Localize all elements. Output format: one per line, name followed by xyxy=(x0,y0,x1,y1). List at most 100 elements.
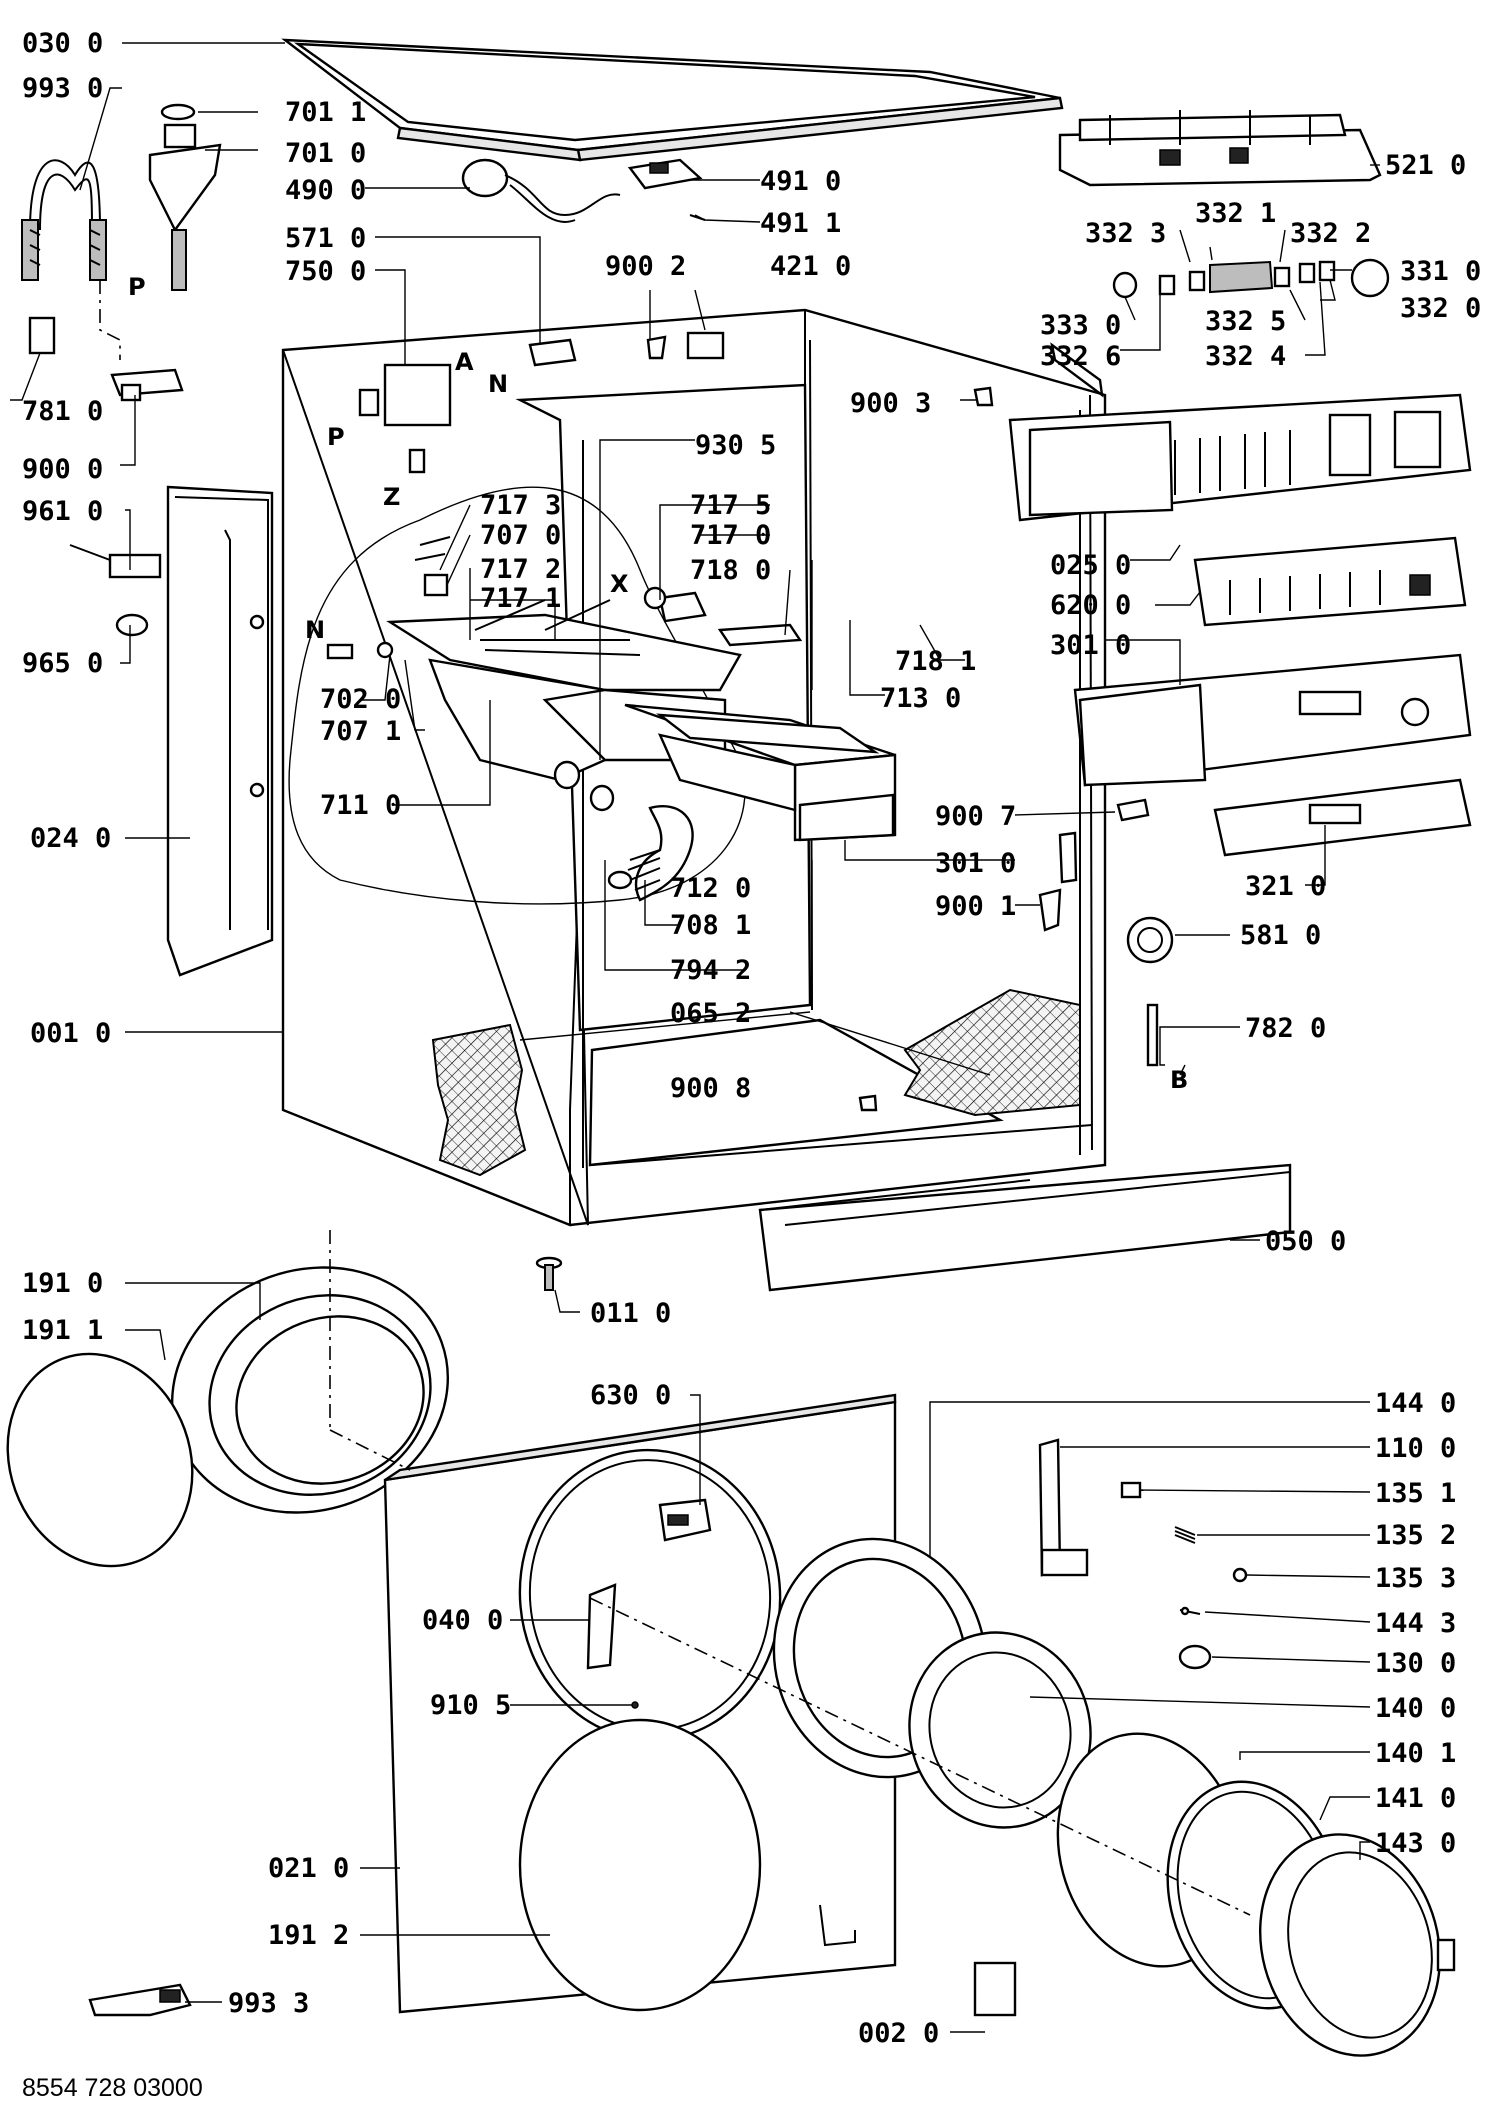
part-label: 702 0 xyxy=(320,684,402,715)
letter-marker: X xyxy=(610,570,629,598)
part-label: 191 1 xyxy=(22,1315,104,1346)
mains-filter-part xyxy=(627,158,706,221)
insulation-pad-left xyxy=(431,1023,527,1177)
part-label: 030 0 xyxy=(22,28,104,59)
part-label: 930 5 xyxy=(695,430,777,461)
part-label: 965 0 xyxy=(22,648,104,679)
part-label: 900 8 xyxy=(670,1073,752,1104)
pressure-switch-part xyxy=(1126,916,1174,964)
part-label: 002 0 xyxy=(858,2018,940,2049)
part-label: 620 0 xyxy=(1050,590,1132,621)
part-label: 900 1 xyxy=(935,891,1017,922)
part-label: 712 0 xyxy=(670,873,752,904)
letter-marker: P xyxy=(327,423,345,451)
part-label: 717 0 xyxy=(690,520,772,551)
part-label: 782 0 xyxy=(1245,1013,1327,1044)
part-label: 717 2 xyxy=(480,554,562,585)
part-label: 718 0 xyxy=(690,555,772,586)
control-panel-part xyxy=(1008,393,1472,522)
door-bellows-part xyxy=(6,1266,450,1568)
part-label: 040 0 xyxy=(422,1605,504,1636)
part-label: 490 0 xyxy=(285,175,367,206)
part-label: 011 0 xyxy=(590,1298,672,1329)
part-label: 708 1 xyxy=(670,910,752,941)
dispenser-drawer-part xyxy=(624,703,897,842)
part-label: 707 0 xyxy=(480,520,562,551)
part-label: 130 0 xyxy=(1375,1648,1457,1679)
part-label: 491 0 xyxy=(760,166,842,197)
part-label: 571 0 xyxy=(285,223,367,254)
part-label: 144 3 xyxy=(1375,1608,1457,1639)
part-label: 332 5 xyxy=(1205,306,1287,337)
part-label: 301 0 xyxy=(1050,630,1132,661)
part-label: 332 4 xyxy=(1205,341,1287,372)
plinth-part xyxy=(758,1163,1292,1292)
part-label: 717 5 xyxy=(690,490,772,521)
side-panel-part xyxy=(166,485,274,977)
hose-assembly-part xyxy=(21,159,184,402)
part-label: 794 2 xyxy=(670,955,752,986)
part-label: 900 3 xyxy=(850,388,932,419)
door-axis-line xyxy=(589,1597,1251,1916)
foot-screw-part xyxy=(535,1256,563,1291)
letter-marker: Z xyxy=(383,483,401,511)
fastener-clips xyxy=(646,335,1150,1112)
door-small-parts xyxy=(973,1481,1248,2017)
part-label: 781 0 xyxy=(22,396,104,427)
part-label: 110 0 xyxy=(1375,1433,1457,1464)
part-label: 065 2 xyxy=(670,998,752,1029)
part-label: 993 3 xyxy=(228,1988,310,2019)
interference-filter-part xyxy=(686,331,725,360)
part-label: 521 0 xyxy=(1385,150,1467,181)
letter-marker: N xyxy=(305,616,326,644)
leader-lines xyxy=(10,42,1380,2033)
front-panel-part xyxy=(383,1393,897,2014)
part-label: 421 0 xyxy=(770,251,852,282)
part-label: 135 3 xyxy=(1375,1563,1457,1594)
part-label: 900 2 xyxy=(605,251,687,282)
part-label: 701 0 xyxy=(285,138,367,169)
door-outer-part xyxy=(1258,1833,1456,2057)
part-label: 910 5 xyxy=(430,1690,512,1721)
part-label: 717 3 xyxy=(480,490,562,521)
part-label: 024 0 xyxy=(30,823,112,854)
part-label: 001 0 xyxy=(30,1018,112,1049)
part-label: 331 0 xyxy=(1400,256,1482,287)
door-lock-part xyxy=(69,544,162,637)
part-label: 332 6 xyxy=(1040,341,1122,372)
part-label: 750 0 xyxy=(285,256,367,287)
part-label: 581 0 xyxy=(1240,920,1322,951)
part-label: 143 0 xyxy=(1375,1828,1457,1859)
relay-box-part xyxy=(358,338,577,474)
part-label: 630 0 xyxy=(590,1380,672,1411)
part-label: 491 1 xyxy=(760,208,842,239)
control-board-part xyxy=(1193,536,1467,627)
insulation-pad-right xyxy=(903,988,1081,1117)
part-label: 191 0 xyxy=(22,1268,104,1299)
part-label: 707 1 xyxy=(320,716,402,747)
letter-marker: A xyxy=(455,348,474,376)
part-label: 333 0 xyxy=(1040,310,1122,341)
letter-marker: N xyxy=(488,370,509,398)
part-label: 713 0 xyxy=(880,683,962,714)
part-label: 135 2 xyxy=(1375,1520,1457,1551)
part-label: 144 0 xyxy=(1375,1388,1457,1419)
part-label: 961 0 xyxy=(22,496,104,527)
part-label: 332 0 xyxy=(1400,293,1482,324)
level-valve-part xyxy=(148,103,222,291)
part-label: 141 0 xyxy=(1375,1783,1457,1814)
selector-knobs-part xyxy=(1112,258,1390,299)
inlet-valve-part xyxy=(326,641,394,660)
part-label: 718 1 xyxy=(895,646,977,677)
part-label: 332 1 xyxy=(1195,198,1277,229)
top-lid-part xyxy=(281,38,1064,162)
fascia-part xyxy=(1073,653,1472,787)
part-label: 021 0 xyxy=(268,1853,350,1884)
service-tool-part xyxy=(88,1983,192,2017)
letter-marker: P xyxy=(128,273,146,301)
part-label: 025 0 xyxy=(1050,550,1132,581)
water-valve-parts xyxy=(414,536,803,647)
part-label: 900 7 xyxy=(935,801,1017,832)
part-label: 711 0 xyxy=(320,790,402,821)
part-label: 717 1 xyxy=(480,583,562,614)
